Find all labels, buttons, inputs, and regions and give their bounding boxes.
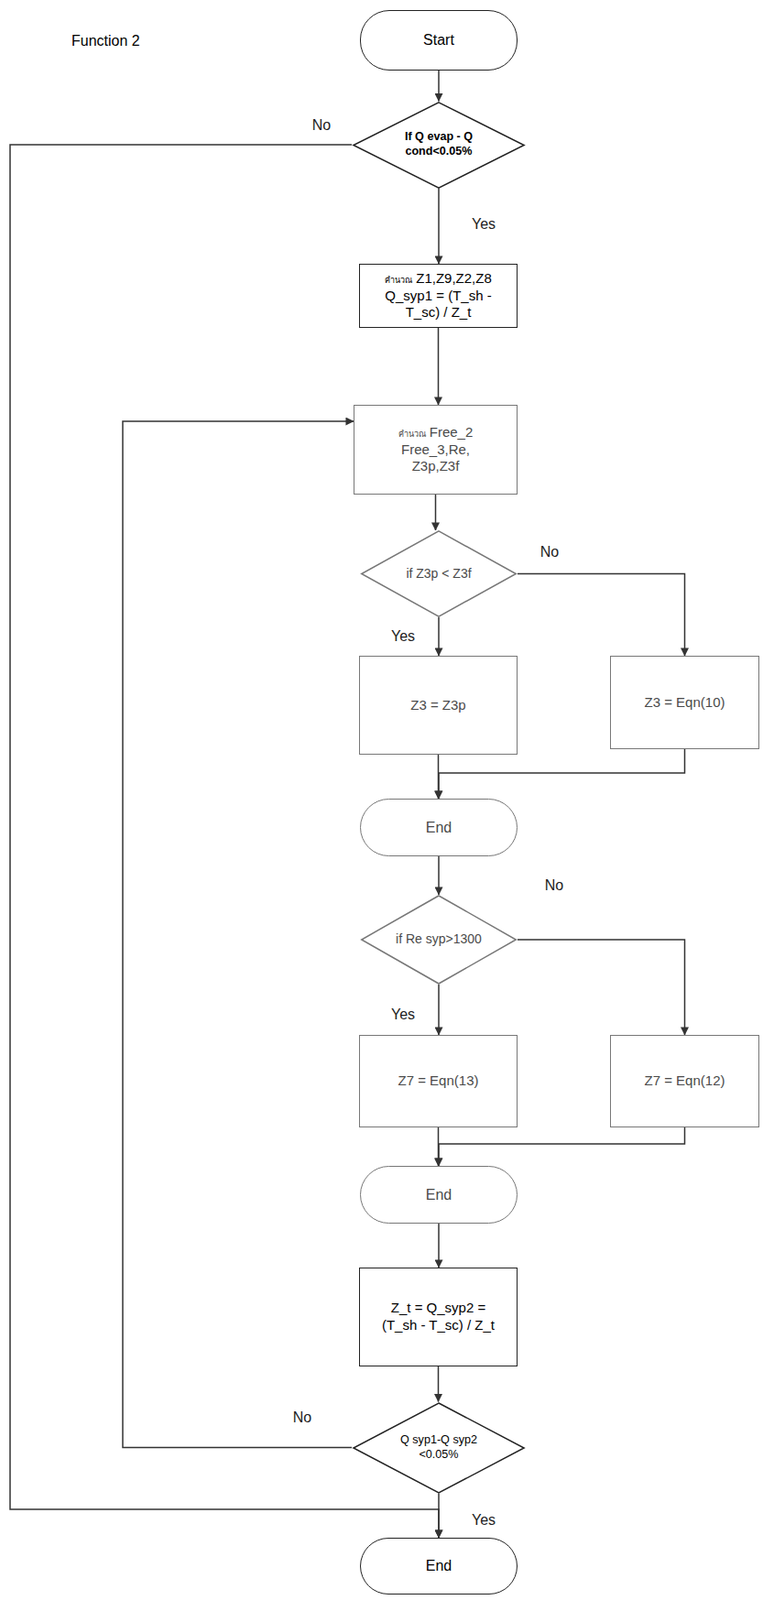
node-text: End bbox=[425, 818, 452, 838]
node-text: Z_t = Q_syp2 = (T_sh - T_sc) / Z_t bbox=[374, 1299, 503, 1335]
node-label: End bbox=[425, 1558, 452, 1574]
edge-label: Yes bbox=[469, 1512, 498, 1529]
process-box: Z3 = Z3p bbox=[359, 655, 518, 755]
flow-connector bbox=[437, 188, 440, 265]
node-label: Z3 = Z3p bbox=[410, 697, 466, 713]
process-box: Z7 = Eqn(13) bbox=[359, 1035, 518, 1128]
terminal-node: End bbox=[359, 1537, 518, 1595]
terminal-node: End bbox=[359, 1166, 518, 1224]
flow-connector bbox=[435, 494, 437, 531]
node-label: Q syp1-Q syp2 <0.05% bbox=[400, 1433, 478, 1461]
flow-connector bbox=[517, 574, 686, 657]
node-label: Start bbox=[423, 32, 455, 48]
node-label: End bbox=[425, 1187, 452, 1203]
decision-diamond: If Q evap - Q cond<0.05% bbox=[351, 101, 526, 189]
node-label: Z_t = Q_syp2 = (T_sh - T_sc) / Z_t bbox=[381, 1299, 495, 1333]
node-text: if Re syp>1300 bbox=[395, 931, 482, 949]
node-text: End bbox=[425, 1186, 452, 1205]
node-label: Z3 = Eqn(10) bbox=[644, 694, 726, 710]
node-label: Z7 = Eqn(12) bbox=[644, 1072, 726, 1089]
edge-label: No bbox=[538, 544, 561, 561]
node-text: Q syp1-Q syp2 <0.05% bbox=[387, 1433, 491, 1462]
node-text: if Z3p < Z3f bbox=[405, 566, 471, 583]
diamond-shape bbox=[353, 1403, 524, 1494]
node-label: If Q evap - Q cond<0.05% bbox=[404, 130, 473, 158]
edge-label: Yes bbox=[389, 628, 417, 645]
node-text: Start bbox=[423, 31, 455, 50]
node-label: if Re syp>1300 bbox=[395, 931, 482, 947]
flow-connector bbox=[437, 984, 440, 1036]
process-box: คำนวณFree_2 Free_3,Re, Z3p,Z3f bbox=[353, 404, 518, 495]
node-text: Z3 = Eqn(10) bbox=[644, 694, 726, 712]
diamond-shape bbox=[361, 895, 517, 984]
process-box: Z7 = Eqn(12) bbox=[610, 1035, 760, 1128]
decision-diamond: if Z3p < Z3f bbox=[359, 530, 518, 618]
node-label: Z7 = Eqn(13) bbox=[398, 1072, 480, 1089]
decision-diamond: if Re syp>1300 bbox=[359, 894, 518, 985]
diamond-shape bbox=[361, 531, 517, 617]
edge-label: Yes bbox=[469, 216, 498, 233]
terminal-node: End bbox=[359, 798, 518, 857]
flow-connector bbox=[438, 1127, 686, 1167]
node-label: End bbox=[425, 819, 452, 836]
node-text: Z7 = Eqn(12) bbox=[644, 1072, 726, 1090]
diamond-shape bbox=[353, 101, 524, 187]
node-text: Z3 = Z3p bbox=[410, 697, 466, 715]
node-label: คำนวณ bbox=[384, 275, 413, 285]
process-box: คำนวณZ1,Z9,Z2,Z8 Q_syp1 = (T_sh - T_sc) … bbox=[359, 263, 518, 328]
node-text: End bbox=[425, 1557, 452, 1576]
diagram-heading: Function 2 bbox=[69, 32, 142, 50]
flow-connector bbox=[438, 749, 686, 799]
terminal-node: Start bbox=[359, 10, 518, 71]
flow-connector bbox=[517, 939, 686, 1036]
process-box: Z_t = Q_syp2 = (T_sh - T_sc) / Z_t bbox=[359, 1267, 518, 1367]
flow-connector bbox=[437, 327, 440, 405]
node-text: Z7 = Eqn(13) bbox=[398, 1072, 480, 1090]
flow-connector bbox=[122, 421, 354, 1449]
node-label: if Z3p < Z3f bbox=[405, 566, 471, 581]
flow-connector bbox=[437, 856, 440, 895]
process-box: Z3 = Eqn(10) bbox=[610, 655, 760, 750]
flow-connector bbox=[437, 1366, 440, 1403]
edge-label: No bbox=[543, 877, 566, 894]
flow-connector bbox=[437, 617, 440, 656]
edge-label: No bbox=[291, 1409, 314, 1427]
flow-connector bbox=[437, 1223, 440, 1268]
edge-label: Yes bbox=[389, 1006, 417, 1024]
node-text: คำนวณFree_2 Free_3,Re, Z3p,Z3f bbox=[376, 424, 496, 476]
flow-connector bbox=[437, 70, 440, 102]
flow-connector bbox=[437, 1493, 440, 1539]
node-label: คำนวณ bbox=[398, 429, 426, 439]
decision-diamond: Q syp1-Q syp2 <0.05% bbox=[351, 1402, 526, 1494]
edge-label: No bbox=[310, 117, 333, 134]
node-text: If Q evap - Q cond<0.05% bbox=[389, 130, 489, 159]
node-text: คำนวณZ1,Z9,Z2,Z8 Q_syp1 = (T_sh - T_sc) … bbox=[370, 270, 508, 322]
